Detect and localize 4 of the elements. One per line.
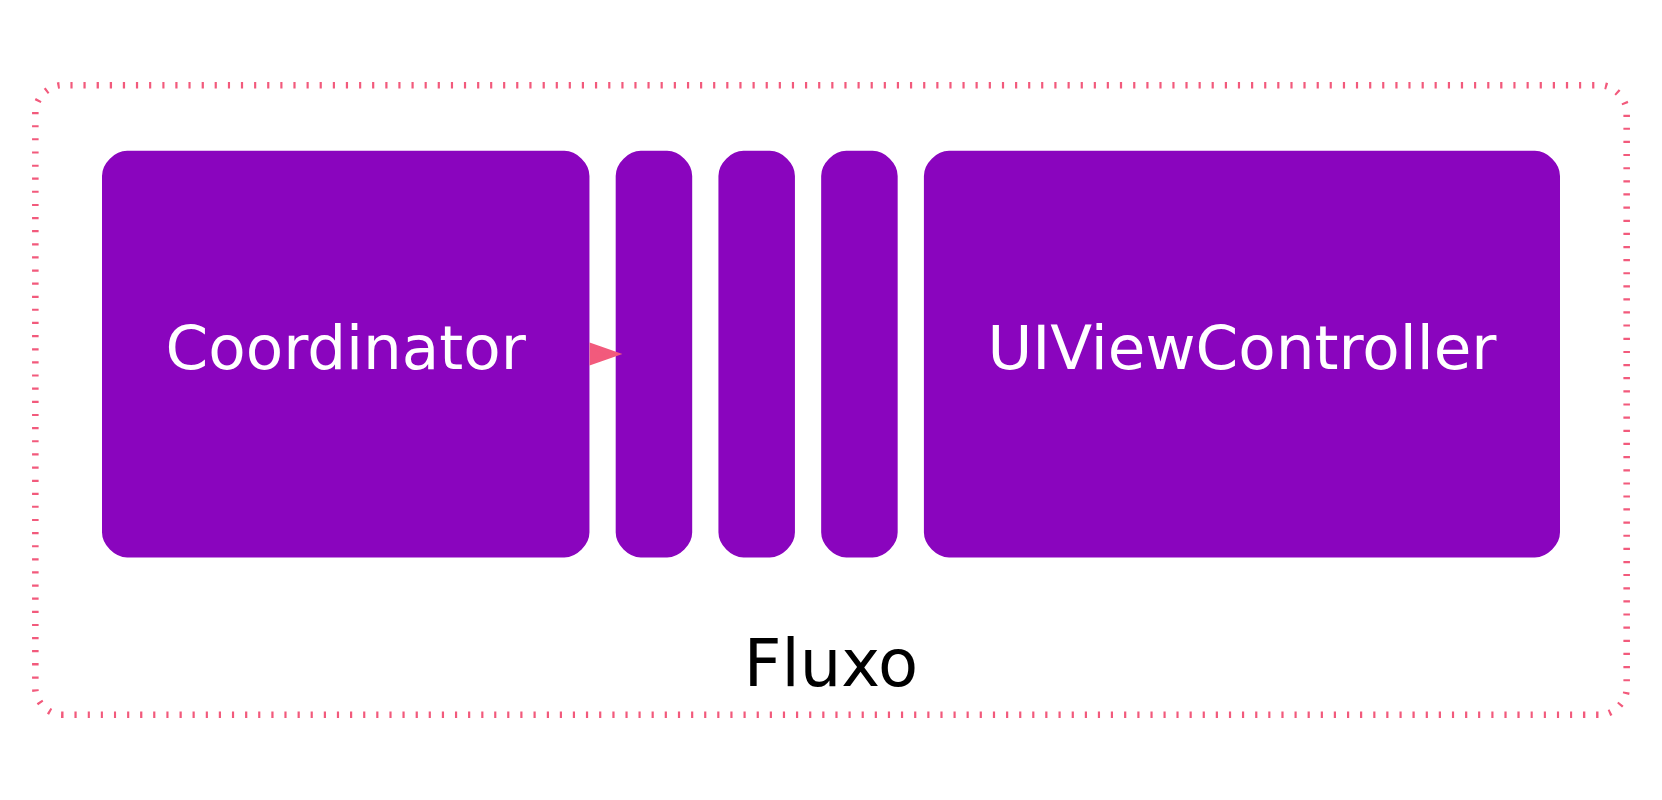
node-box: UIViewController xyxy=(921,148,1563,560)
node-box xyxy=(716,148,798,560)
node-box xyxy=(613,148,695,560)
node-box xyxy=(818,148,900,560)
